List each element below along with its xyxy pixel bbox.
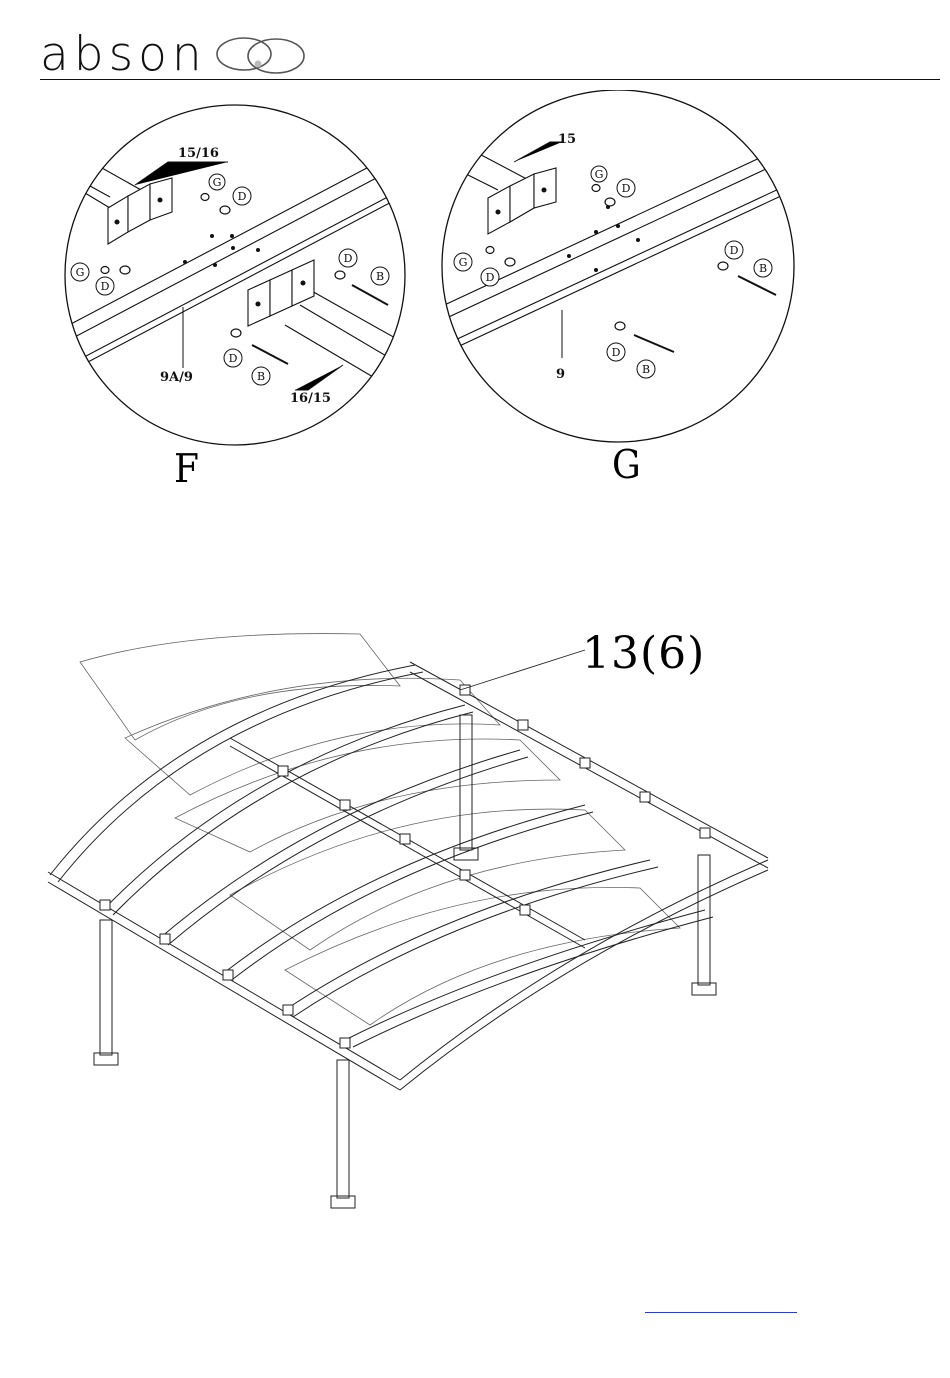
bracket-top [108, 178, 172, 244]
part-label: 16/15 [290, 391, 331, 406]
header-divider [40, 79, 940, 80]
part-label: 9 [556, 367, 565, 382]
hw-label: B [376, 270, 384, 283]
hw-label: G [76, 266, 85, 279]
hw-label: G [595, 168, 604, 181]
hw-label: D [622, 182, 631, 195]
hw-label: D [612, 346, 621, 359]
hw-label: D [344, 252, 353, 265]
hw-label: G [213, 176, 222, 189]
bracket-bottom [248, 260, 314, 326]
double-ring-icon [216, 34, 308, 78]
hw-label: B [257, 370, 265, 383]
hw-label: D [730, 244, 739, 257]
part-label: 15/16 [178, 146, 219, 161]
detail-f-caption: F [174, 450, 199, 490]
hw-label: D [101, 280, 110, 293]
hw-label: D [486, 271, 495, 284]
detail-f-diagram: G D G D D B D B 15/16 9A/9 16/15 [50, 100, 420, 460]
detail-g-diagram: G D G D D B D B 15 9 [438, 90, 798, 450]
footer-link[interactable] [645, 1294, 797, 1313]
hw-label: G [459, 256, 468, 269]
part-label: 9A/9 [160, 370, 193, 385]
brand-name: abson [40, 30, 207, 80]
bracket-top [488, 168, 556, 234]
hw-label: D [238, 190, 247, 203]
brand-logo: abson [40, 30, 310, 80]
part-label: 15 [558, 132, 576, 147]
hw-label: B [759, 262, 767, 275]
part-callout-label: 13(6) [582, 630, 705, 678]
hw-label: B [642, 363, 650, 376]
detail-g-caption: G [612, 446, 641, 486]
carport-assembly-diagram [40, 620, 840, 1220]
hw-label: D [229, 352, 238, 365]
